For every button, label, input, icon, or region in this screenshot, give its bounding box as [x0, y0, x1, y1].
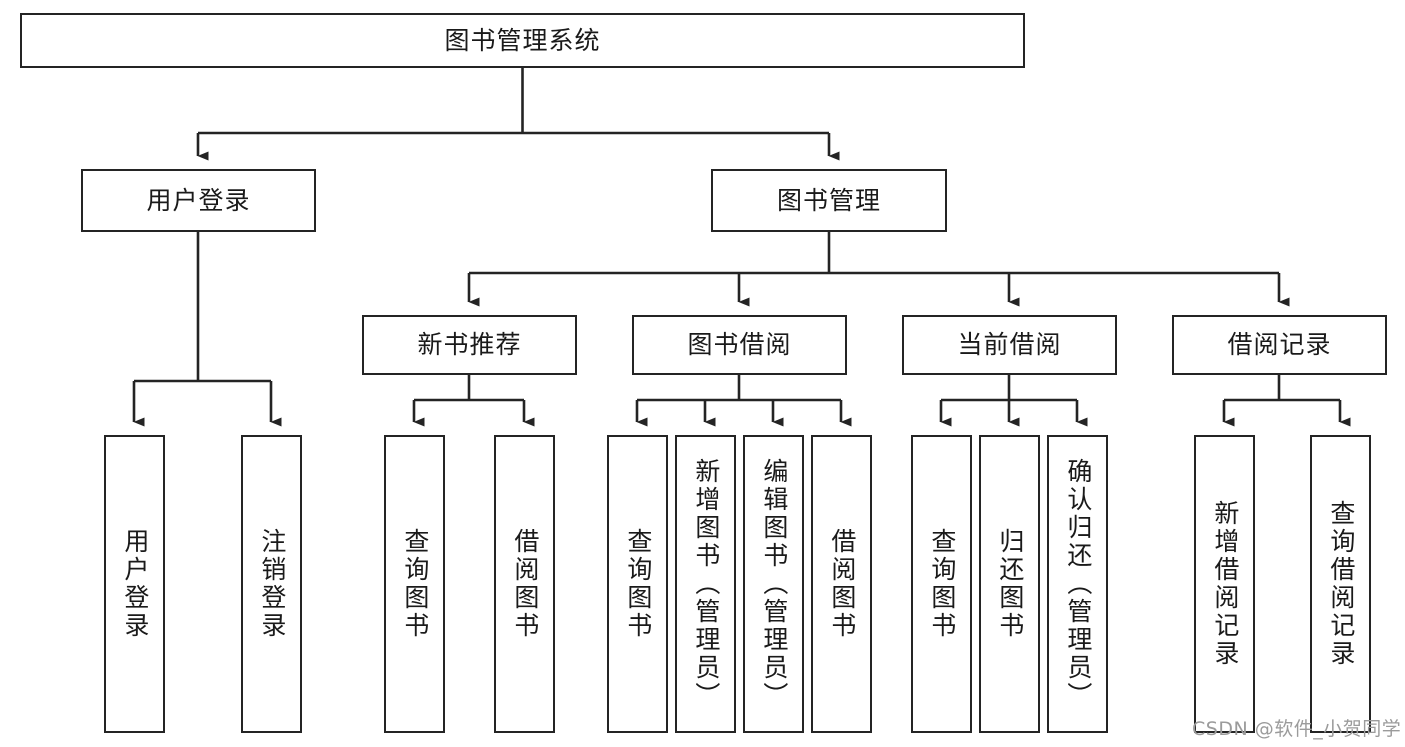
node-leaf-add-record[interactable]: 新增借阅记录: [1194, 435, 1255, 733]
node-leaf-user-login-label: 用户登录: [120, 528, 150, 640]
node-leaf-return-book[interactable]: 归还图书: [979, 435, 1040, 733]
node-leaf-query-record[interactable]: 查询借阅记录: [1310, 435, 1371, 733]
node-leaf-confirm-return-label: 确认归还（管理员）: [1063, 458, 1093, 710]
node-new-book-rec[interactable]: 新书推荐: [362, 315, 577, 375]
node-leaf-add-record-label: 新增借阅记录: [1210, 500, 1240, 668]
node-leaf-confirm-return[interactable]: 确认归还（管理员）: [1047, 435, 1108, 733]
node-user-login-label: 用户登录: [146, 185, 251, 215]
node-leaf-query-book-3[interactable]: 查询图书: [911, 435, 972, 733]
node-current-borrow-label: 当前借阅: [957, 330, 1062, 360]
node-new-book-rec-label: 新书推荐: [417, 330, 522, 360]
node-leaf-borrow-book-1-label: 借阅图书: [510, 528, 540, 640]
node-borrow-record-label: 借阅记录: [1227, 330, 1332, 360]
node-book-borrow[interactable]: 图书借阅: [632, 315, 847, 375]
node-user-login[interactable]: 用户登录: [81, 169, 316, 232]
node-leaf-logout-login-label: 注销登录: [257, 528, 287, 640]
csdn-watermark: CSDN @软件_小贺同学: [1192, 718, 1402, 740]
node-root[interactable]: 图书管理系统: [20, 13, 1025, 68]
node-leaf-query-book-2-label: 查询图书: [623, 528, 653, 640]
node-leaf-borrow-book-2[interactable]: 借阅图书: [811, 435, 872, 733]
node-leaf-query-book-1[interactable]: 查询图书: [384, 435, 445, 733]
node-book-borrow-label: 图书借阅: [687, 330, 792, 360]
node-leaf-borrow-book-2-label: 借阅图书: [827, 528, 857, 640]
node-leaf-add-book[interactable]: 新增图书（管理员）: [675, 435, 736, 733]
node-leaf-query-book-3-label: 查询图书: [927, 528, 957, 640]
node-current-borrow[interactable]: 当前借阅: [902, 315, 1117, 375]
node-root-label: 图书管理系统: [444, 25, 601, 55]
node-leaf-logout-login[interactable]: 注销登录: [241, 435, 302, 733]
node-leaf-query-record-label: 查询借阅记录: [1326, 500, 1356, 668]
node-leaf-edit-book-label: 编辑图书（管理员）: [759, 458, 789, 710]
node-leaf-add-book-label: 新增图书（管理员）: [691, 458, 721, 710]
node-book-manage[interactable]: 图书管理: [711, 169, 947, 232]
node-leaf-return-book-label: 归还图书: [995, 528, 1025, 640]
node-leaf-query-book-2[interactable]: 查询图书: [607, 435, 668, 733]
node-leaf-query-book-1-label: 查询图书: [400, 528, 430, 640]
node-borrow-record[interactable]: 借阅记录: [1172, 315, 1387, 375]
node-leaf-user-login[interactable]: 用户登录: [104, 435, 165, 733]
node-leaf-borrow-book-1[interactable]: 借阅图书: [494, 435, 555, 733]
node-leaf-edit-book[interactable]: 编辑图书（管理员）: [743, 435, 804, 733]
node-book-manage-label: 图书管理: [776, 185, 881, 215]
